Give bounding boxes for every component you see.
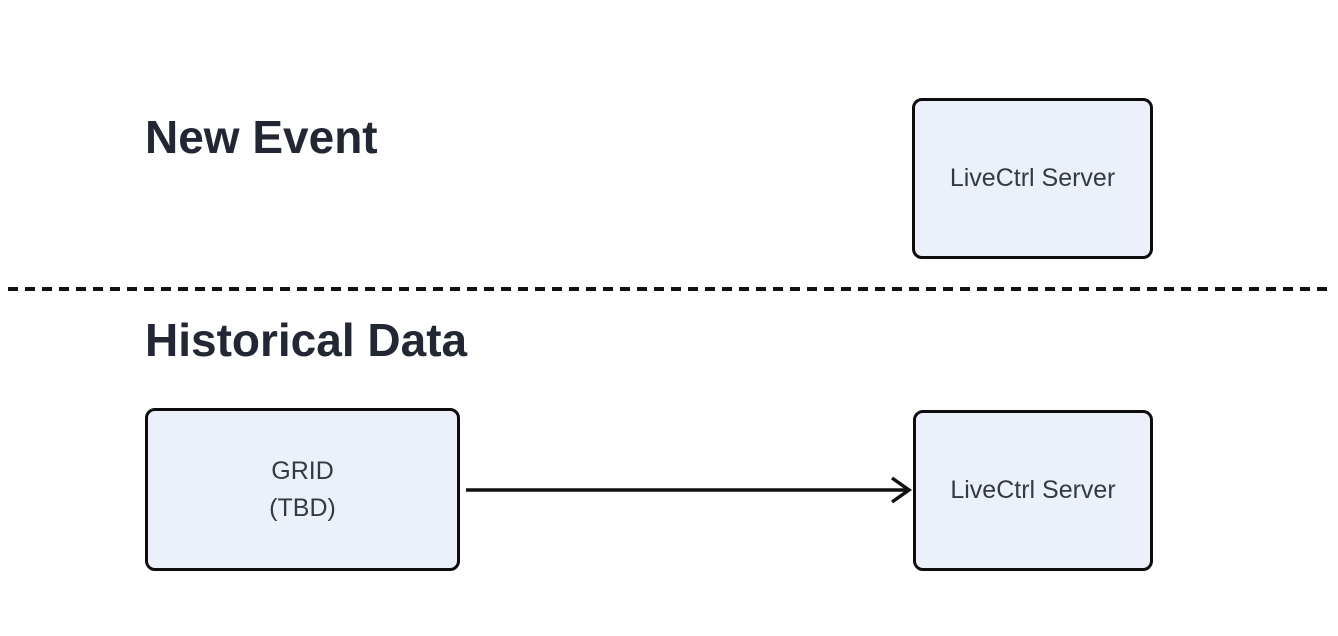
node-grid-label-line2: (TBD) <box>269 493 336 522</box>
arrow-grid-to-livectrl <box>466 476 913 504</box>
arrowhead-right-icon <box>890 476 913 504</box>
node-grid-tbd: GRID (TBD) <box>145 408 460 571</box>
node-livectrl-server-top: LiveCtrl Server <box>912 98 1153 259</box>
node-livectrl-server-top-label: LiveCtrl Server <box>949 164 1116 193</box>
node-livectrl-server-bottom-label: LiveCtrl Server <box>950 476 1116 505</box>
node-grid-label-line1: GRID <box>271 457 334 486</box>
section-divider-dashed <box>8 287 1334 291</box>
node-livectrl-server-bottom: LiveCtrl Server <box>913 410 1153 571</box>
section-title-historical-data: Historical Data <box>145 314 468 366</box>
section-title-new-event: New Event <box>145 111 378 163</box>
